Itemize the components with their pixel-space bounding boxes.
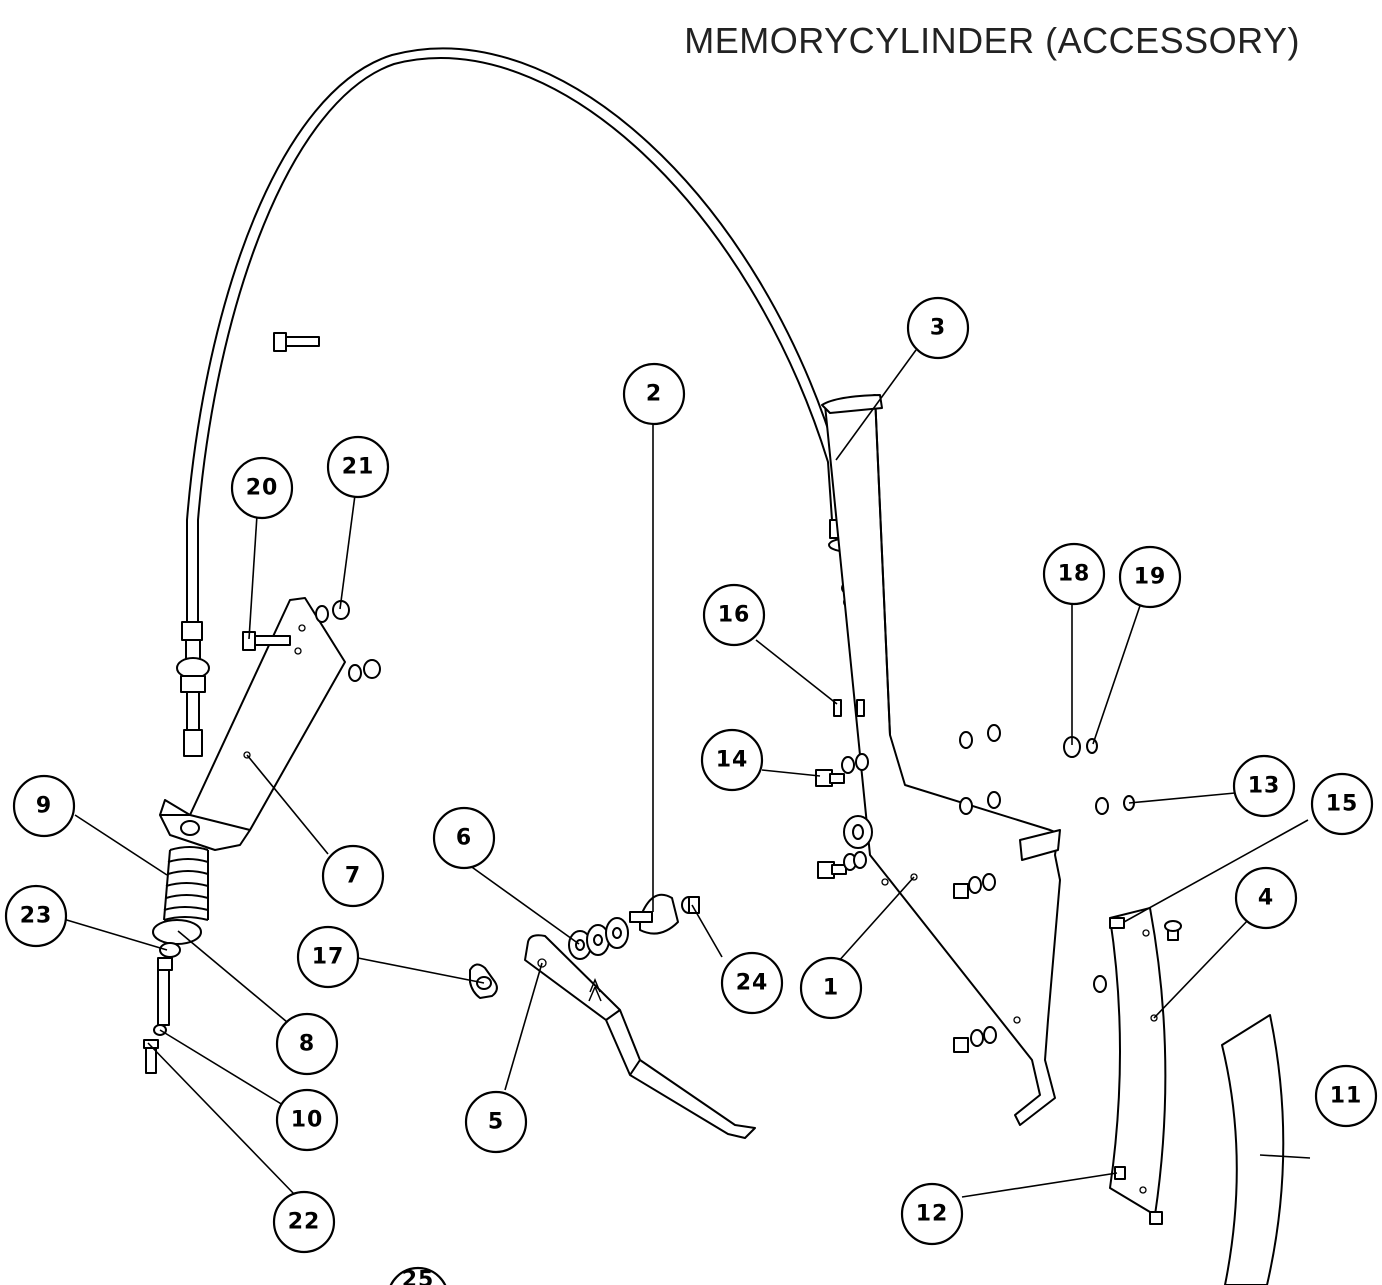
main-bracket bbox=[815, 394, 1135, 1126]
svg-text:18: 18 bbox=[1058, 562, 1091, 587]
curved-plate bbox=[1109, 907, 1182, 1225]
svg-text:17: 17 bbox=[312, 945, 345, 970]
svg-text:7: 7 bbox=[345, 864, 361, 889]
svg-text:15: 15 bbox=[1326, 792, 1359, 817]
callout-20: 20 bbox=[230, 456, 294, 520]
svg-text:4: 4 bbox=[1258, 886, 1274, 911]
svg-text:3: 3 bbox=[930, 316, 946, 341]
callout-13: 13 bbox=[1232, 754, 1296, 818]
svg-text:22: 22 bbox=[288, 1210, 321, 1235]
spring-stack bbox=[143, 846, 209, 1074]
callout-25: 25 bbox=[389, 1266, 447, 1285]
callout-10: 10 bbox=[275, 1088, 339, 1152]
callout-12: 12 bbox=[900, 1182, 964, 1246]
callout-6: 6 bbox=[432, 806, 496, 870]
curved-strip bbox=[1221, 1014, 1285, 1285]
svg-text:13: 13 bbox=[1248, 774, 1281, 799]
callout-11: 11 bbox=[1314, 1064, 1378, 1128]
svg-text:14: 14 bbox=[716, 748, 749, 773]
svg-text:8: 8 bbox=[299, 1032, 315, 1057]
callout-5: 5 bbox=[464, 1090, 528, 1154]
washers-and-cam bbox=[568, 893, 700, 960]
leader-lines bbox=[59, 349, 1311, 1198]
callout-3: 3 bbox=[906, 296, 970, 360]
svg-text:25: 25 bbox=[402, 1268, 435, 1285]
svg-text:23: 23 bbox=[20, 904, 53, 929]
callout-1: 1 bbox=[799, 956, 863, 1020]
callout-24: 24 bbox=[720, 951, 784, 1015]
callout-8: 8 bbox=[275, 1012, 339, 1076]
callout-22: 22 bbox=[272, 1190, 336, 1254]
svg-text:6: 6 bbox=[456, 826, 472, 851]
callout-23: 23 bbox=[4, 884, 68, 948]
callout-2: 2 bbox=[622, 362, 686, 426]
callout-7: 7 bbox=[321, 844, 385, 908]
svg-text:2: 2 bbox=[646, 382, 662, 407]
callout-14: 14 bbox=[700, 728, 764, 792]
svg-text:12: 12 bbox=[916, 1202, 949, 1227]
svg-text:16: 16 bbox=[718, 603, 751, 628]
callout-17: 17 bbox=[296, 925, 360, 989]
callout-4: 4 bbox=[1234, 866, 1298, 930]
callout-15: 15 bbox=[1310, 772, 1374, 836]
svg-text:20: 20 bbox=[246, 476, 279, 501]
svg-text:10: 10 bbox=[291, 1108, 324, 1133]
left-bracket bbox=[159, 332, 381, 851]
diagram-title: MEMORYCYLINDER (ACCESSORY) bbox=[684, 20, 1300, 61]
callout-19: 19 bbox=[1118, 545, 1182, 609]
svg-text:5: 5 bbox=[488, 1110, 504, 1135]
callout-9: 9 bbox=[12, 774, 76, 838]
svg-text:11: 11 bbox=[1330, 1084, 1363, 1109]
callout-18: 18 bbox=[1042, 542, 1106, 606]
svg-text:21: 21 bbox=[342, 455, 375, 480]
svg-text:24: 24 bbox=[736, 971, 769, 996]
callout-16: 16 bbox=[702, 583, 766, 647]
callout-21: 21 bbox=[326, 435, 390, 499]
svg-text:1: 1 bbox=[823, 976, 839, 1001]
svg-text:19: 19 bbox=[1134, 565, 1167, 590]
arm-part bbox=[524, 934, 756, 1139]
svg-text:9: 9 bbox=[36, 794, 52, 819]
callout-bubbles: 1 2 3 4 5 6 7 8 9 10 11 12 13 14 15 16 1… bbox=[4, 296, 1378, 1285]
